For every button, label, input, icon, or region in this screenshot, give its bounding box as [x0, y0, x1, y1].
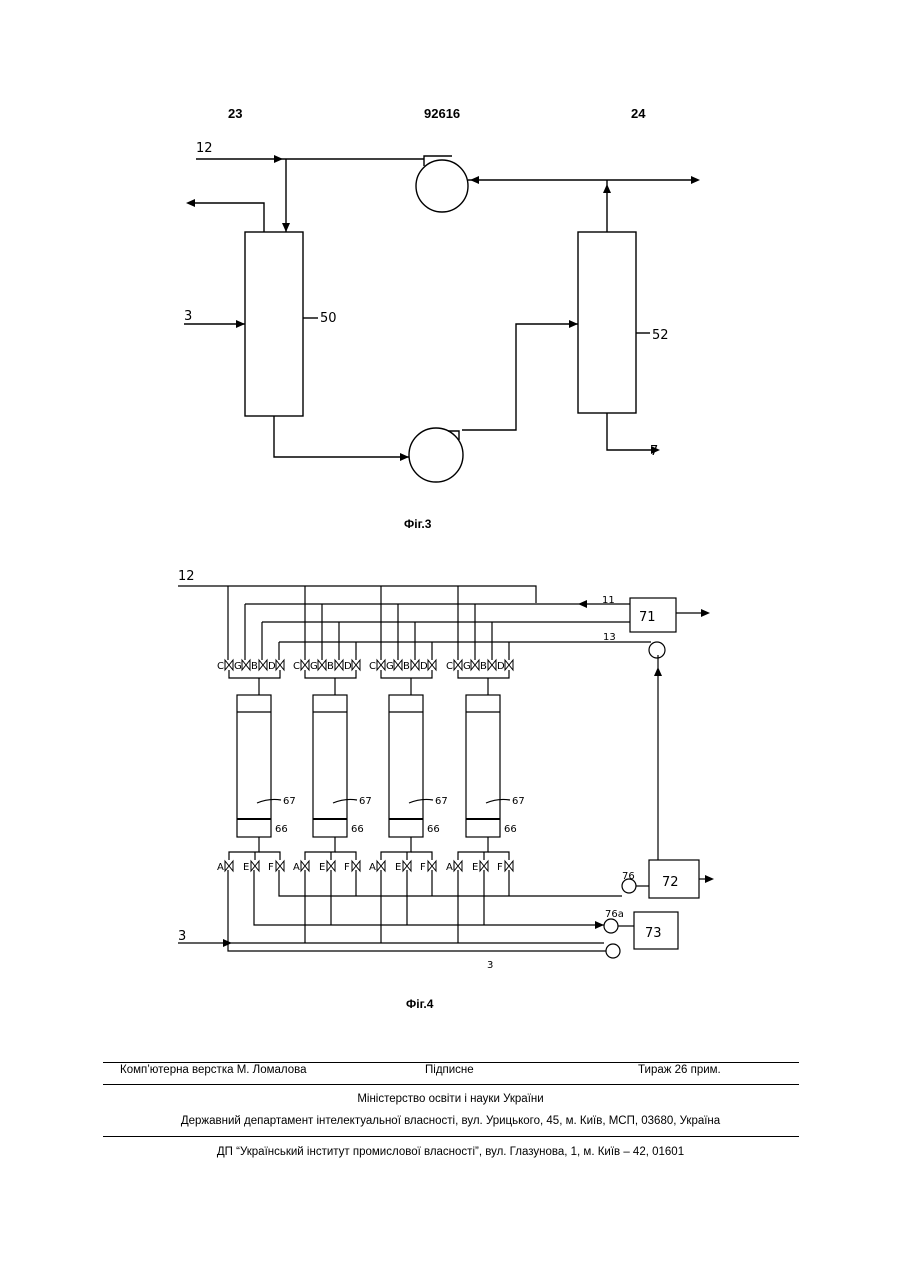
- top-valve-label-3-1: C: [369, 661, 376, 672]
- top-valve-4-1: [454, 660, 462, 670]
- top-valve-4-3: [488, 660, 496, 670]
- top-valve-label-1-4: D: [268, 661, 276, 672]
- bottom-valve-4-3: [505, 861, 513, 871]
- top-valve-3-1: [377, 660, 385, 670]
- bottom-valve-2-2: [327, 861, 335, 871]
- adsorber-column-3: [389, 695, 423, 837]
- top-valve-3-2: [394, 660, 402, 670]
- bottom-valve-1-1: [225, 861, 233, 871]
- bottom-valve-label-1-3: F: [268, 862, 274, 873]
- footer-signed: Підписне: [425, 1064, 474, 1076]
- bottom-valve-label-3-3: F: [420, 862, 426, 873]
- bottom-valve-1-3: [276, 861, 284, 871]
- fig4-label-76a: 76а: [605, 909, 624, 920]
- top-valve-4-2: [471, 660, 479, 670]
- footer-rule-middle: [103, 1084, 799, 1085]
- bottom-valve-4-2: [480, 861, 488, 871]
- top-valve-label-4-1: C: [446, 661, 453, 672]
- top-valve-3-4: [428, 660, 436, 670]
- top-valve-label-1-2: G: [234, 661, 242, 672]
- fig4-label-71: 71: [639, 610, 656, 625]
- bottom-valve-3-2: [403, 861, 411, 871]
- top-valve-label-2-4: D: [344, 661, 352, 672]
- fig4-label-3-bottom: 3: [487, 960, 493, 971]
- top-valve-label-2-1: C: [293, 661, 300, 672]
- top-valve-1-1: [225, 660, 233, 670]
- top-valve-2-2: [318, 660, 326, 670]
- adsorber-column-1: [237, 695, 271, 837]
- bottom-valve-2-1: [301, 861, 309, 871]
- column-label-67-3: 67: [435, 796, 448, 807]
- top-valve-3-3: [411, 660, 419, 670]
- top-valve-label-4-4: D: [497, 661, 505, 672]
- top-valve-2-1: [301, 660, 309, 670]
- bottom-valve-label-2-3: F: [344, 862, 350, 873]
- top-valve-1-4: [276, 660, 284, 670]
- adsorber-column-4: [466, 695, 500, 837]
- fig4-label-13: 13: [603, 632, 616, 643]
- column-label-66-3: 66: [427, 824, 440, 835]
- fig4-label-73: 73: [645, 926, 662, 941]
- top-valve-label-3-3: B: [403, 661, 410, 672]
- top-valve-label-4-2: G: [463, 661, 471, 672]
- bottom-valve-label-2-1: A: [293, 862, 300, 873]
- bottom-valve-3-1: [377, 861, 385, 871]
- pump-76a: [604, 919, 618, 933]
- bottom-valve-label-1-2: E: [243, 862, 249, 873]
- column-label-66-1: 66: [275, 824, 288, 835]
- bottom-valve-label-2-2: E: [319, 862, 325, 873]
- top-valve-label-2-3: B: [327, 661, 334, 672]
- footer-circulation: Тираж 26 прим.: [638, 1064, 721, 1076]
- bottom-valve-1-2: [251, 861, 259, 871]
- top-valve-4-4: [505, 660, 513, 670]
- bottom-valve-label-3-2: E: [395, 862, 401, 873]
- fig4-label-12: 12: [178, 569, 195, 584]
- bottom-valve-label-1-1: A: [217, 862, 224, 873]
- bottom-valve-label-4-2: E: [472, 862, 478, 873]
- adsorber-column-2: [313, 695, 347, 837]
- bottom-valve-label-4-3: F: [497, 862, 503, 873]
- bottom-valve-4-1: [454, 861, 462, 871]
- column-label-67-2: 67: [359, 796, 372, 807]
- top-valve-label-2-2: G: [310, 661, 318, 672]
- fig4-label-72: 72: [662, 875, 679, 890]
- footer-ministry: Міністерство освіти і науки України: [0, 1093, 901, 1105]
- fig4-label-11: 11: [602, 595, 615, 606]
- bottom-valve-3-3: [428, 861, 436, 871]
- top-valve-label-4-3: B: [480, 661, 487, 672]
- top-valve-2-3: [335, 660, 343, 670]
- fig4-label-76: 76: [622, 871, 635, 882]
- pump-recycle: [649, 642, 665, 658]
- top-valve-2-4: [352, 660, 360, 670]
- footer-layout: Комп’ютерна верстка М. Ломалова: [120, 1064, 307, 1076]
- top-valve-label-1-3: B: [251, 661, 258, 672]
- column-label-67-4: 67: [512, 796, 525, 807]
- pump-bottom: [606, 944, 620, 958]
- top-valve-1-2: [242, 660, 250, 670]
- bottom-valve-label-3-1: A: [369, 862, 376, 873]
- footer-institute: ДП “Український інститут промислової вла…: [0, 1146, 901, 1158]
- footer-rule-bottom: [103, 1136, 799, 1137]
- footer-rule-top: [103, 1062, 799, 1063]
- fig4-label-3: 3: [178, 929, 186, 944]
- bottom-valve-label-4-1: A: [446, 862, 453, 873]
- footer-department: Державний департамент інтелектуальної вл…: [0, 1115, 901, 1127]
- top-valve-label-1-1: C: [217, 661, 224, 672]
- figure-4-caption: Фіг.4: [406, 997, 433, 1011]
- column-label-67-1: 67: [283, 796, 296, 807]
- top-valve-label-3-2: G: [386, 661, 394, 672]
- column-label-66-4: 66: [504, 824, 517, 835]
- bottom-valve-2-3: [352, 861, 360, 871]
- top-valve-1-3: [259, 660, 267, 670]
- top-valve-label-3-4: D: [420, 661, 428, 672]
- column-label-66-2: 66: [351, 824, 364, 835]
